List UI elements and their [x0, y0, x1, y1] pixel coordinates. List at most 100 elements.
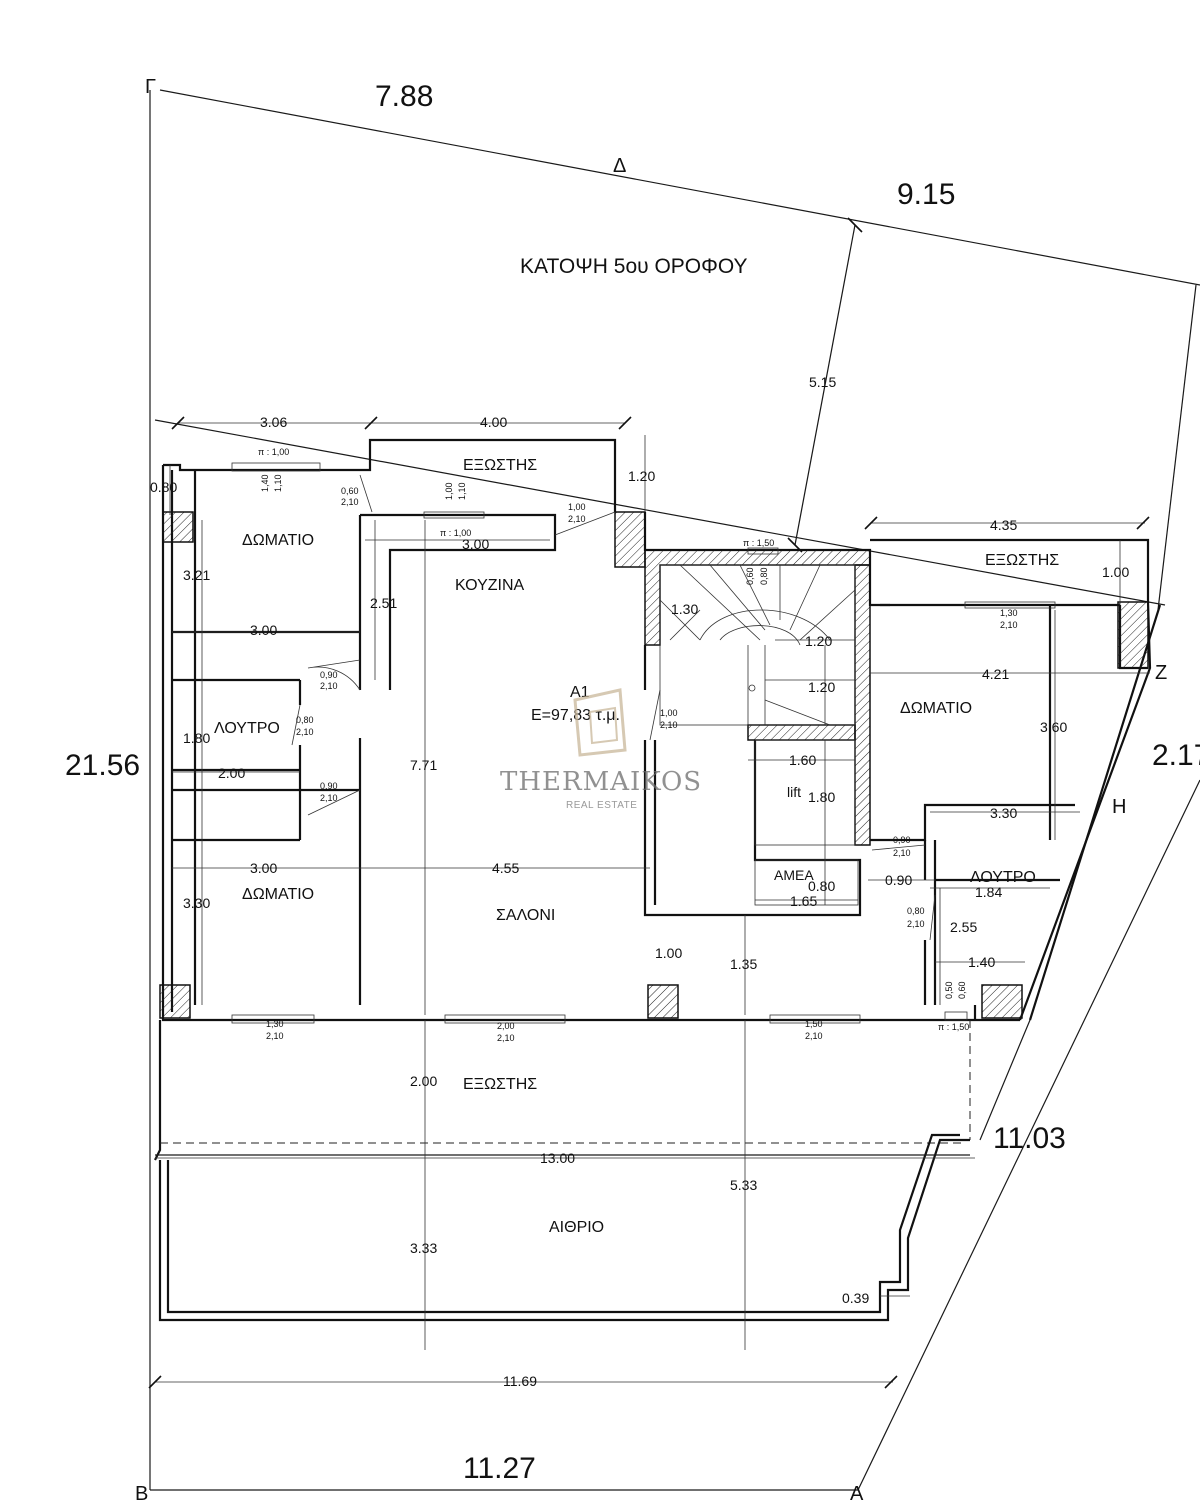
room-bath-left: ΛΟΥΤΡΟ — [214, 720, 280, 737]
room-balcony-top: ΕΞΩΣΤΗΣ — [463, 457, 537, 474]
note-door: 2,10 — [907, 919, 925, 929]
length-top-left: 7.88 — [375, 80, 433, 113]
dim-4-35: 4.35 — [990, 517, 1017, 533]
balcony-and-atrium — [154, 1019, 1031, 1322]
site-boundary — [149, 89, 1200, 1491]
labels: Γ Δ Β Α Ζ Η 7.88 9.15 21.56 2.17 11.27 1… — [65, 76, 1200, 1504]
note-window: 2,00 — [497, 1021, 515, 1031]
note-door: 1,00 — [660, 708, 678, 718]
dim-1-20-b: 1.20 — [805, 633, 832, 649]
brand-logo-icon — [573, 688, 627, 757]
dim-0-90: 0.90 — [885, 872, 912, 888]
note-window: π : 1,50 — [938, 1022, 969, 1032]
note-window: 2,10 — [266, 1031, 284, 1041]
length-diag-inner: 5.15 — [809, 374, 836, 390]
brand-watermark: THERMAIKOS REAL ESTATE — [500, 688, 702, 811]
dim-0-39: 0.39 — [842, 1290, 869, 1306]
note-window: 0,80 — [759, 567, 769, 585]
note-window: 1,00 — [444, 482, 454, 500]
dim-4-00: 4.00 — [480, 414, 507, 430]
dim-3-06: 3.06 — [260, 414, 287, 430]
dim-1-20-c: 1.20 — [808, 679, 835, 695]
note-window: 1,30 — [266, 1019, 284, 1029]
note-door: 2,10 — [320, 681, 338, 691]
note-door: 0,90 — [893, 835, 911, 845]
point-gamma: Γ — [145, 76, 156, 98]
note-window: 2,10 — [1000, 620, 1018, 630]
dimension-lines — [148, 416, 1150, 1389]
exterior-openings — [231, 462, 1056, 1024]
dim-3-00-kitchen: 3.00 — [462, 536, 489, 552]
dim-1-20-top: 1.20 — [628, 468, 655, 484]
dim-1-65: 1.65 — [790, 893, 817, 909]
dim-1-00-a: 1.00 — [655, 945, 682, 961]
dim-3-30: 3.30 — [183, 895, 210, 911]
door-swings — [291, 474, 936, 941]
length-bottom: 11.27 — [463, 1452, 536, 1485]
room-bedroom-bottom-left: ΔΩΜΑΤΙΟ — [242, 886, 314, 903]
point-eta: Η — [1112, 796, 1126, 818]
point-alpha: Α — [850, 1483, 864, 1504]
staircase — [659, 564, 856, 726]
point-zeta: Ζ — [1155, 662, 1167, 684]
note-window: π : 1,00 — [258, 447, 289, 457]
note-window: 1,30 — [1000, 608, 1018, 618]
brand-subtitle: REAL ESTATE — [566, 800, 637, 811]
dim-3-30-right: 3.30 — [990, 805, 1017, 821]
plan-title: ΚΑΤΟΨΗ 5ου ΟΡΟΦΟΥ — [520, 255, 748, 278]
dim-7-71: 7.71 — [410, 757, 437, 773]
room-living: ΣΑΛΟΝΙ — [496, 907, 555, 924]
note-window: 1,50 — [805, 1019, 823, 1029]
dim-0-80-left: 0.80 — [150, 479, 177, 495]
dim-3-33: 3.33 — [410, 1240, 437, 1256]
room-kitchen: ΚΟΥΖΙΝΑ — [455, 577, 525, 594]
dim-2-55: 2.55 — [950, 919, 977, 935]
length-left: 21.56 — [65, 749, 140, 782]
room-balcony-right: ΕΞΩΣΤΗΣ — [985, 552, 1059, 569]
room-bedroom-right: ΔΩΜΑΤΙΟ — [900, 700, 972, 717]
note-window: 2,10 — [497, 1033, 515, 1043]
dim-1-80-lift: 1.80 — [808, 789, 835, 805]
note-door: 0,80 — [296, 715, 314, 725]
note-window: 1,10 — [273, 474, 283, 492]
note-window: 2,10 — [805, 1031, 823, 1041]
note-door: 1,00 — [568, 502, 586, 512]
note-door: 0,90 — [320, 781, 338, 791]
dim-4-21: 4.21 — [982, 666, 1009, 682]
note-door: 0,60 — [341, 486, 359, 496]
note-door: 2,10 — [893, 848, 911, 858]
note-door: 2,10 — [660, 720, 678, 730]
columns — [159, 511, 1149, 1019]
length-right-lower: 11.03 — [993, 1122, 1066, 1155]
note-window: 1,10 — [457, 482, 467, 500]
dim-0-80-amea: 0.80 — [808, 878, 835, 894]
dim-3-21: 3.21 — [183, 567, 210, 583]
room-amea: ΑΜΕΑ — [774, 867, 814, 883]
dim-1-40: 1.40 — [968, 954, 995, 970]
dim-1-84: 1.84 — [975, 884, 1002, 900]
dim-1-35: 1.35 — [730, 956, 757, 972]
dim-13-00: 13.00 — [540, 1150, 575, 1166]
dim-1-60: 1.60 — [789, 752, 816, 768]
dim-2-00-left: 2.00 — [218, 765, 245, 781]
note-door: 0,90 — [320, 670, 338, 680]
length-right: 2.17 — [1152, 739, 1200, 772]
point-beta: Β — [135, 1483, 148, 1504]
dim-3-00-a: 3.00 — [250, 622, 277, 638]
point-delta: Δ — [613, 155, 626, 177]
room-balcony-bottom: ΕΞΩΣΤΗΣ — [463, 1076, 537, 1093]
note-window: 1,40 — [260, 474, 270, 492]
room-lift: lift — [787, 784, 801, 800]
dim-11-69: 11.69 — [503, 1373, 537, 1389]
lift-shaft — [754, 739, 859, 906]
note-door: 0,80 — [907, 906, 925, 916]
note-window: 0,60 — [957, 981, 967, 999]
brand-name: THERMAIKOS — [500, 767, 702, 797]
length-top-right: 9.15 — [897, 178, 955, 211]
note-door: 2,10 — [568, 514, 586, 524]
note-door: 2,10 — [296, 727, 314, 737]
room-atrium: ΑΙΘΡΙΟ — [549, 1219, 604, 1236]
note-door: 2,10 — [320, 793, 338, 803]
note-window: π : 1,50 — [743, 538, 774, 548]
